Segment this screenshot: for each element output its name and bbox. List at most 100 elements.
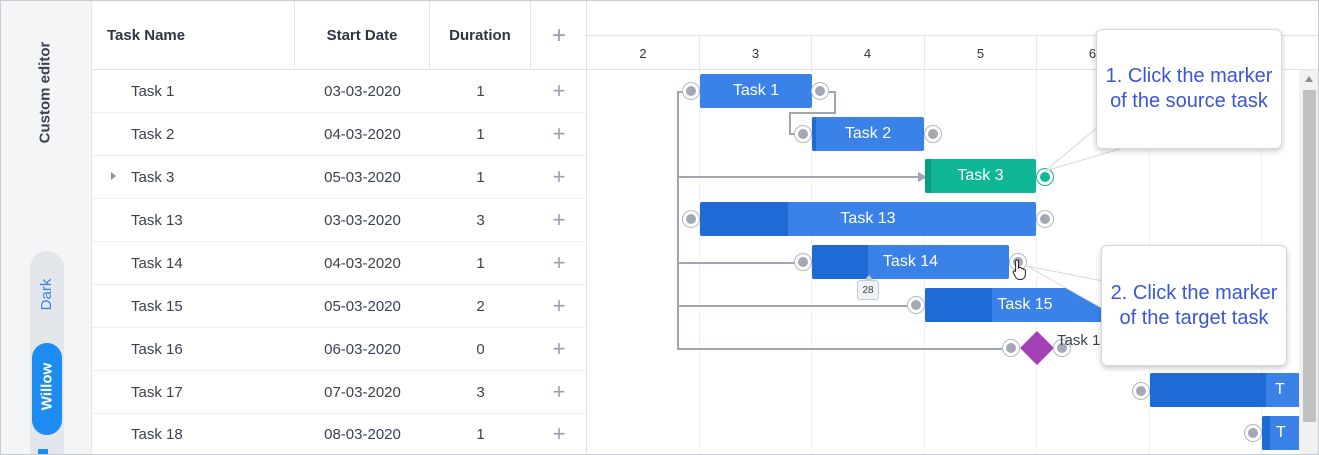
progress-drag-tooltip: 28 [857, 275, 879, 300]
table-row[interactable]: Task 16 06-03-2020 0 + [92, 328, 587, 371]
task-bar-label: Task 13 [840, 210, 896, 227]
task-bar-task3[interactable]: Task 3 [925, 159, 1036, 193]
link-marker-end[interactable] [924, 125, 942, 143]
duration-cell: 1 [476, 425, 485, 443]
theme-willow-option[interactable]: Willow [32, 343, 62, 435]
task-bar-task2[interactable]: Task 2 [812, 117, 924, 151]
theme-next-option[interactable] [38, 449, 48, 454]
add-subtask-button[interactable]: + [552, 379, 566, 404]
add-task-button[interactable]: + [551, 21, 566, 49]
link-marker-end[interactable] [1053, 339, 1071, 357]
table-row[interactable]: Task 3 05-03-2020 1 + [92, 156, 587, 199]
scroll-up-icon[interactable] [1305, 76, 1313, 82]
scale-cell: 4 [811, 36, 923, 70]
task-name-cell: Task 17 [131, 383, 183, 401]
table-row[interactable]: Task 2 04-03-2020 1 + [92, 113, 587, 156]
task-name-cell: Task 16 [131, 340, 183, 358]
start-date-cell: 03-03-2020 [324, 82, 401, 100]
scale-cell: 2 [639, 45, 647, 61]
start-date-cell: 03-03-2020 [324, 211, 401, 229]
start-date-cell: 07-03-2020 [324, 383, 401, 401]
dependency-links [677, 91, 1004, 350]
start-date-cell: 08-03-2020 [324, 425, 401, 443]
column-header-task-name[interactable]: Task Name [92, 1, 295, 70]
start-date-cell: 05-03-2020 [324, 168, 401, 186]
task-name-cell: Task 3 [92, 156, 295, 198]
scale-cell: 6 [1036, 36, 1148, 70]
add-subtask-button[interactable]: + [552, 207, 566, 232]
grid-header: Task Name Start Date Duration + [92, 1, 587, 70]
link-marker-start[interactable] [794, 125, 812, 143]
link-marker-start[interactable] [1002, 339, 1020, 357]
task-bar-task17[interactable]: T [1150, 373, 1310, 407]
scale-cell: 5 [924, 36, 1036, 70]
task-bar-task15[interactable]: Task 15 [925, 288, 1125, 322]
task-bar-task14[interactable]: Task 14 [812, 245, 1009, 279]
link-marker-start[interactable] [907, 296, 925, 314]
duration-cell: 1 [476, 168, 485, 186]
milestone-label: Task 1 [1057, 332, 1101, 349]
start-date-cell: 04-03-2020 [324, 254, 401, 272]
duration-cell: 1 [476, 125, 485, 143]
vertical-scrollbar[interactable] [1299, 70, 1318, 454]
expand-caret-icon[interactable] [111, 172, 116, 180]
callout-target: 2. Click the marker of the target task [1101, 245, 1287, 366]
task-progress [1262, 416, 1270, 450]
scale-cell: 3 [699, 36, 811, 70]
link-arrow-icon [918, 172, 927, 182]
column-header-duration[interactable]: Duration [430, 1, 531, 70]
task-progress [700, 202, 788, 236]
link-marker-end[interactable] [811, 82, 829, 100]
callout-source: 1. Click the marker of the source task [1096, 29, 1282, 149]
custom-editor-toggle[interactable]: Custom editor [36, 41, 54, 144]
task-progress [925, 288, 992, 322]
start-date-cell: 04-03-2020 [324, 125, 401, 143]
link-task1-task16[interactable] [677, 91, 1004, 350]
table-row[interactable]: Task 13 03-03-2020 3 + [92, 199, 587, 242]
link-task1-task2[interactable] [789, 91, 836, 135]
add-subtask-button[interactable]: + [552, 250, 566, 275]
task-bar-label: Task 14 [882, 253, 939, 270]
link-marker-start[interactable] [794, 253, 812, 271]
task-progress [812, 245, 868, 279]
add-subtask-button[interactable]: + [552, 421, 566, 446]
column-header-start-date[interactable]: Start Date [295, 1, 430, 70]
link-marker-start[interactable] [1132, 382, 1150, 400]
task-bar-label: T [1276, 424, 1286, 441]
add-subtask-button[interactable]: + [552, 293, 566, 318]
add-subtask-button[interactable]: + [552, 121, 566, 146]
task-name-text: Task 3 [131, 168, 175, 186]
theme-willow-label: Willow [38, 362, 56, 411]
task-bar-label: Task 15 [997, 296, 1053, 313]
task-bar-label: Task 1 [732, 82, 780, 99]
task-name-cell: Task 14 [131, 254, 183, 272]
start-date-cell: 06-03-2020 [324, 340, 401, 358]
theme-dark-option[interactable]: Dark [38, 278, 55, 311]
task-progress [925, 159, 931, 193]
link-marker-start[interactable] [1244, 424, 1262, 442]
scrollbar-thumb[interactable] [1303, 90, 1316, 422]
task-name-cell: Task 18 [131, 425, 183, 443]
duration-cell: 1 [476, 82, 485, 100]
task-name-cell: Task 15 [131, 297, 183, 315]
table-row[interactable]: Task 15 05-03-2020 2 + [92, 285, 587, 328]
table-row[interactable]: Task 18 08-03-2020 1 + [92, 413, 587, 454]
task-bar-task13[interactable]: Task 13 [700, 202, 1036, 236]
link-marker-start[interactable] [682, 210, 700, 228]
add-subtask-button[interactable]: + [552, 164, 566, 189]
link-marker-end-active[interactable] [1036, 168, 1054, 186]
add-subtask-button[interactable]: + [552, 78, 566, 103]
link-marker-start[interactable] [682, 82, 700, 100]
add-subtask-button[interactable]: + [552, 336, 566, 361]
task-bar-label: Task 3 [957, 167, 1004, 184]
table-row[interactable]: Task 1 03-03-2020 1 + [92, 70, 587, 113]
task-grid: Task Name Start Date Duration + Task 1 0… [92, 1, 587, 454]
task-bar-task1[interactable]: Task 1 [700, 74, 812, 108]
task-progress [812, 117, 816, 151]
link-marker-end[interactable] [1036, 210, 1054, 228]
table-row[interactable]: Task 17 07-03-2020 3 + [92, 371, 587, 414]
table-row[interactable]: Task 14 04-03-2020 1 + [92, 242, 587, 285]
task-bar-task18[interactable]: T [1262, 416, 1302, 450]
gantt-chart: 2 3 4 5 6 7 8 Task 1 [587, 1, 1318, 454]
grid-line [1036, 70, 1037, 454]
